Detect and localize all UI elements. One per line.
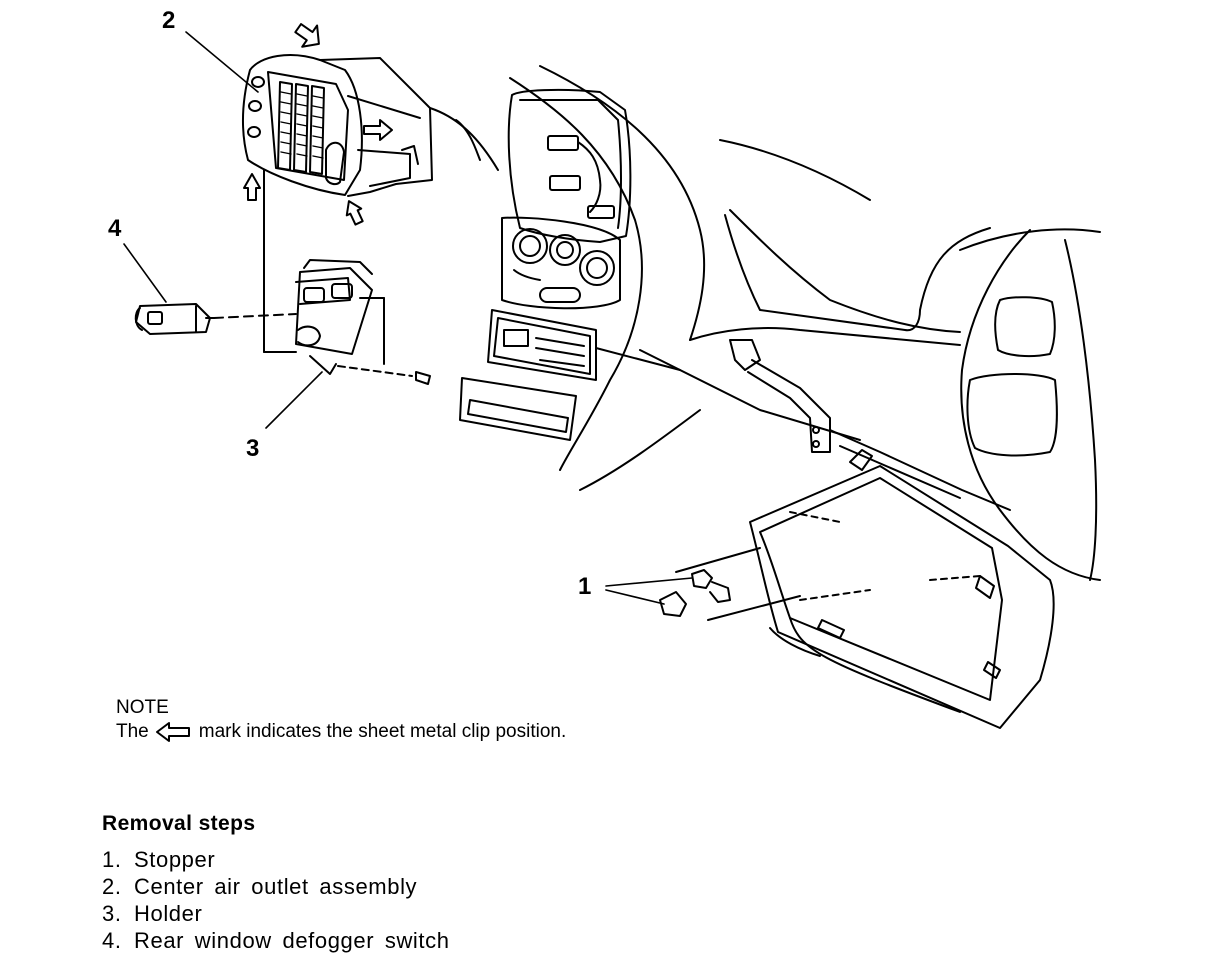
step-number: 1. bbox=[102, 847, 122, 872]
step-label: Rear window defogger switch bbox=[134, 928, 450, 953]
list-item: 4. Rear window defogger switch bbox=[102, 927, 450, 954]
step-number: 3. bbox=[102, 901, 122, 926]
stopper-part bbox=[659, 547, 801, 621]
step-number: 2. bbox=[102, 874, 122, 899]
removal-steps: Removal steps 1. Stopper 2. Center air out… bbox=[102, 812, 450, 954]
removal-steps-title: Removal steps bbox=[102, 812, 256, 835]
leader-lines bbox=[123, 31, 693, 605]
list-item: 1. Stopper bbox=[102, 846, 450, 873]
holder-part bbox=[263, 169, 431, 385]
note-suffix: mark indicates the sheet metal clip posi… bbox=[198, 721, 567, 742]
list-item: 3. Holder bbox=[102, 900, 450, 927]
note-block: NOTE The mark indicates the sheet metal … bbox=[116, 696, 566, 744]
left-arrow-outline-icon bbox=[155, 722, 190, 742]
note-text: The mark indicates the sheet metal clip … bbox=[116, 720, 566, 744]
removal-steps-list: 1. Stopper 2. Center air outlet assembly 3… bbox=[102, 846, 450, 954]
note-prefix: The bbox=[116, 721, 149, 742]
step-label: Center air outlet assembly bbox=[134, 874, 418, 899]
callout-1: 1 bbox=[578, 573, 591, 600]
list-item: 2. Center air outlet assembly bbox=[102, 873, 450, 900]
instrument-panel bbox=[459, 65, 1101, 581]
step-number: 4. bbox=[102, 928, 122, 953]
glove-box bbox=[749, 449, 1055, 729]
callout-3: 3 bbox=[246, 435, 259, 462]
center-air-outlet-assembly bbox=[241, 23, 499, 226]
note-title: NOTE bbox=[116, 697, 169, 718]
defogger-switch-part bbox=[134, 303, 297, 335]
callout-4: 4 bbox=[108, 215, 122, 242]
step-label: Stopper bbox=[134, 847, 216, 872]
callout-2: 2 bbox=[162, 7, 175, 34]
step-label: Holder bbox=[134, 901, 203, 926]
